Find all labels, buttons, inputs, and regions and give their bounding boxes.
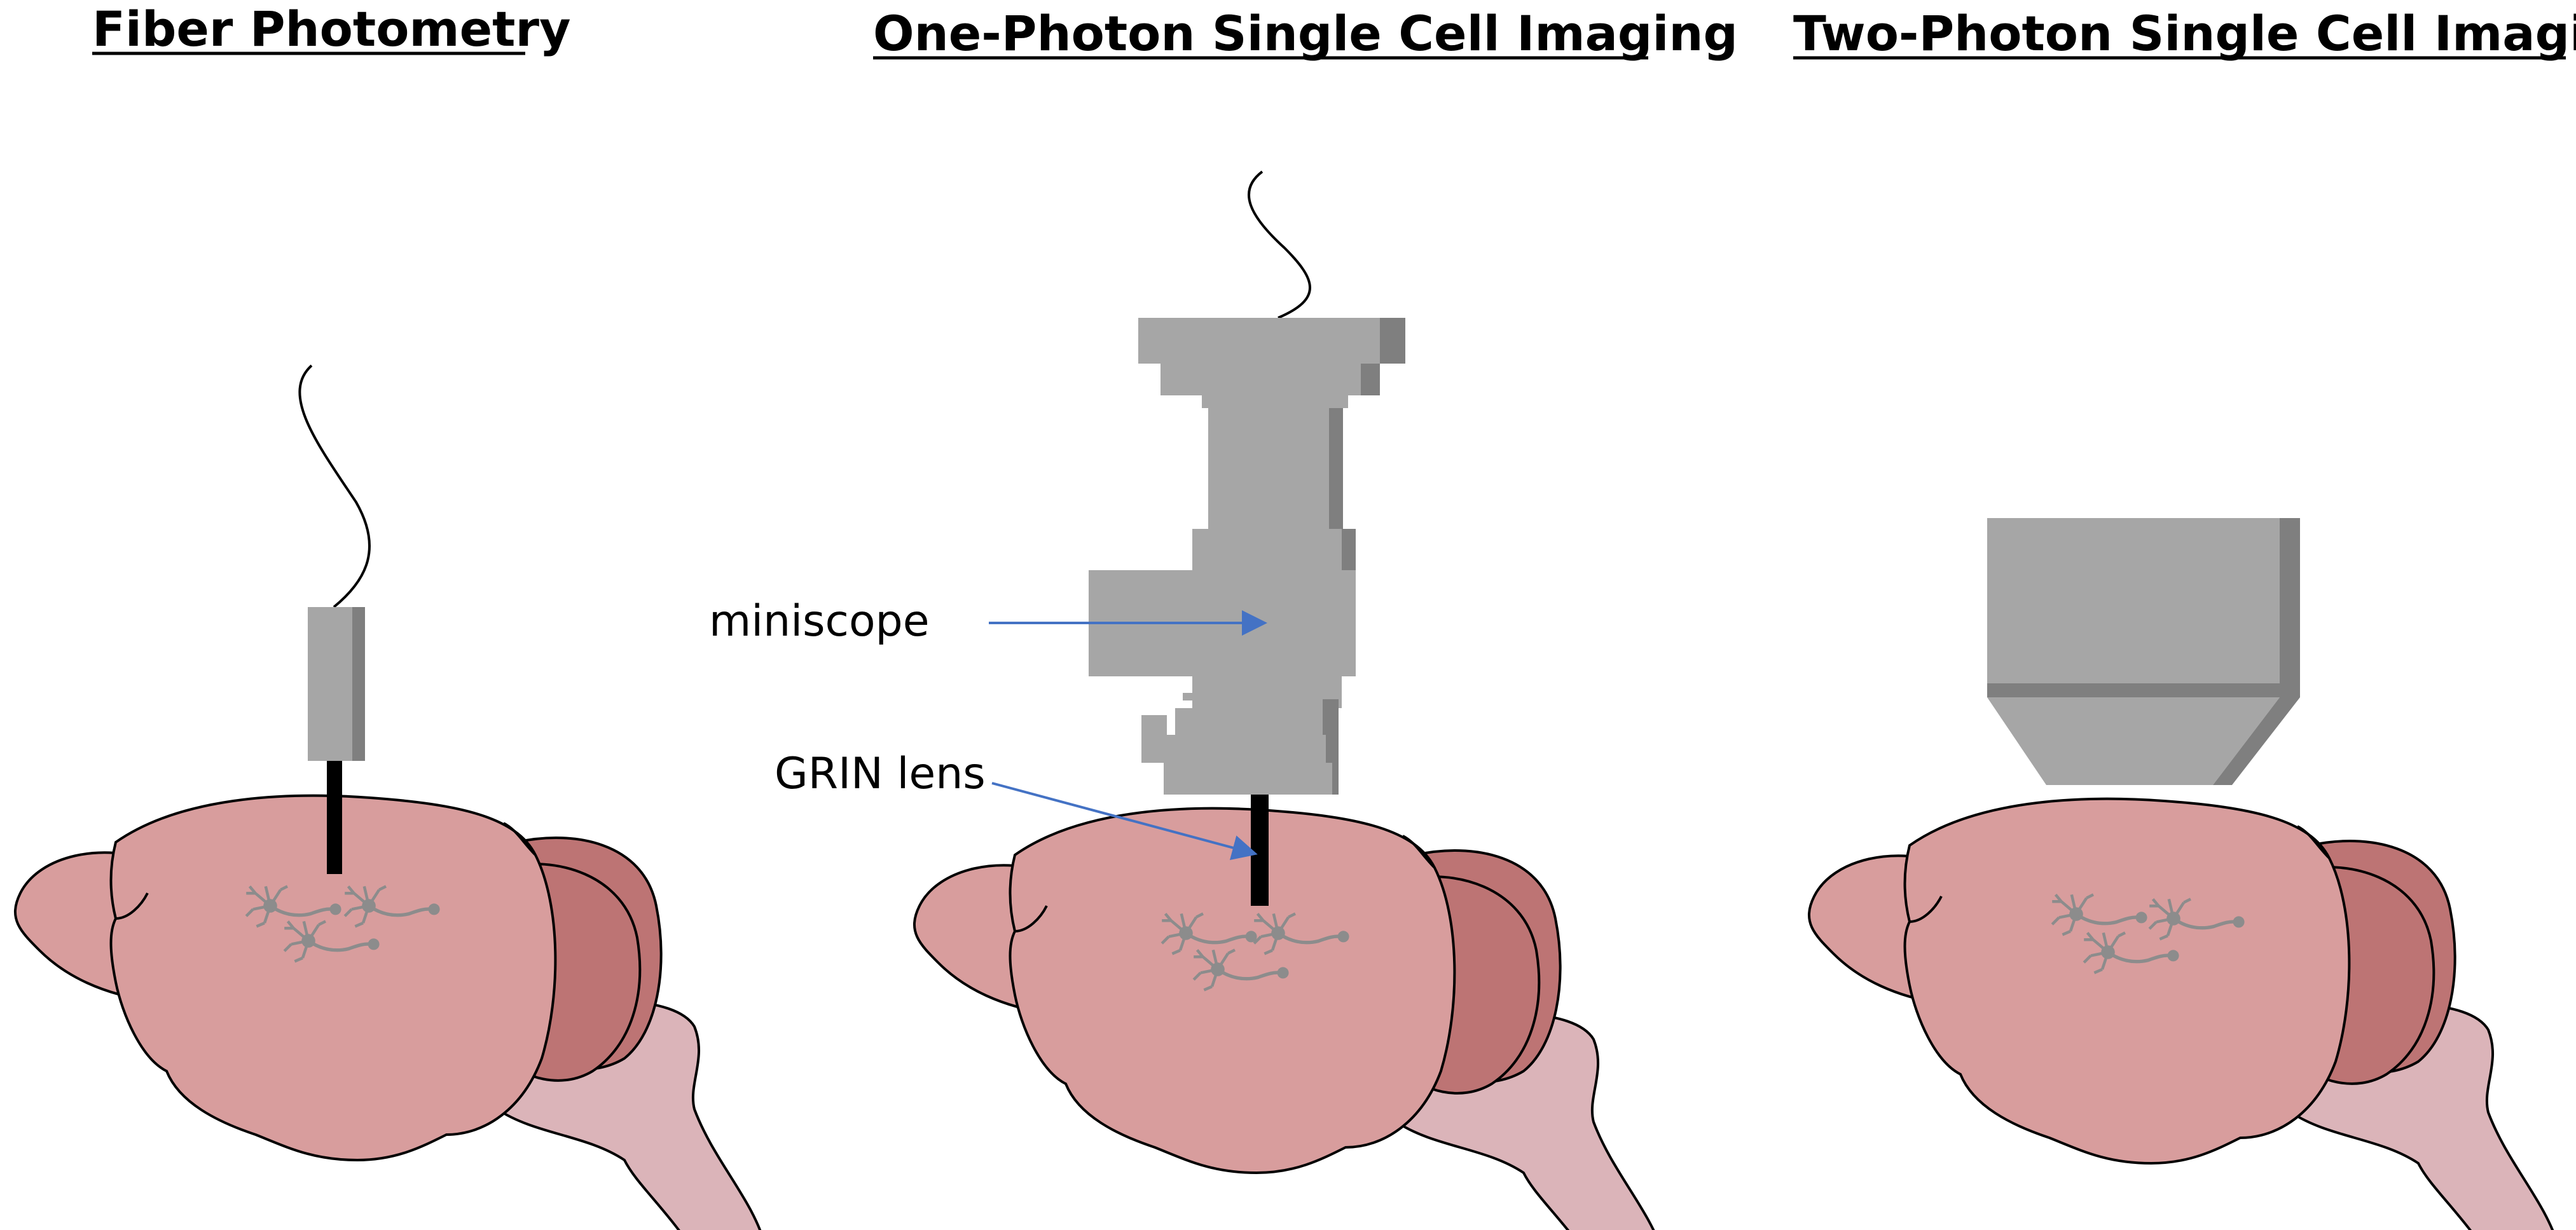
panel-title-fiber-photometry: Fiber Photometry [92,1,571,57]
fiber-photometry-panel [13,364,766,1230]
brain-1 [13,794,766,1230]
panel-title-one-photon: One-Photon Single Cell Imaging [873,5,1738,62]
grin-lens-arrow [991,782,1258,861]
grin-lens-label: GRIN lens [775,749,986,799]
miniscope-cable [1247,170,1311,319]
brain-3 [1807,797,2559,1230]
two-photon-panel [1807,518,2559,1230]
fiber-cable [298,364,371,608]
objective-lens [1987,518,2300,785]
one-photon-panel: miniscope GRIN lens [709,170,1665,1230]
miniscope-body [1089,318,1405,795]
panel-title-two-photon: Two-Photon Single Cell Imaging [1793,5,2576,62]
brain-2 [913,807,1665,1230]
grin-lens [1251,795,1269,906]
miniscope-label: miniscope [709,596,930,646]
implanted-fiber [327,761,342,874]
